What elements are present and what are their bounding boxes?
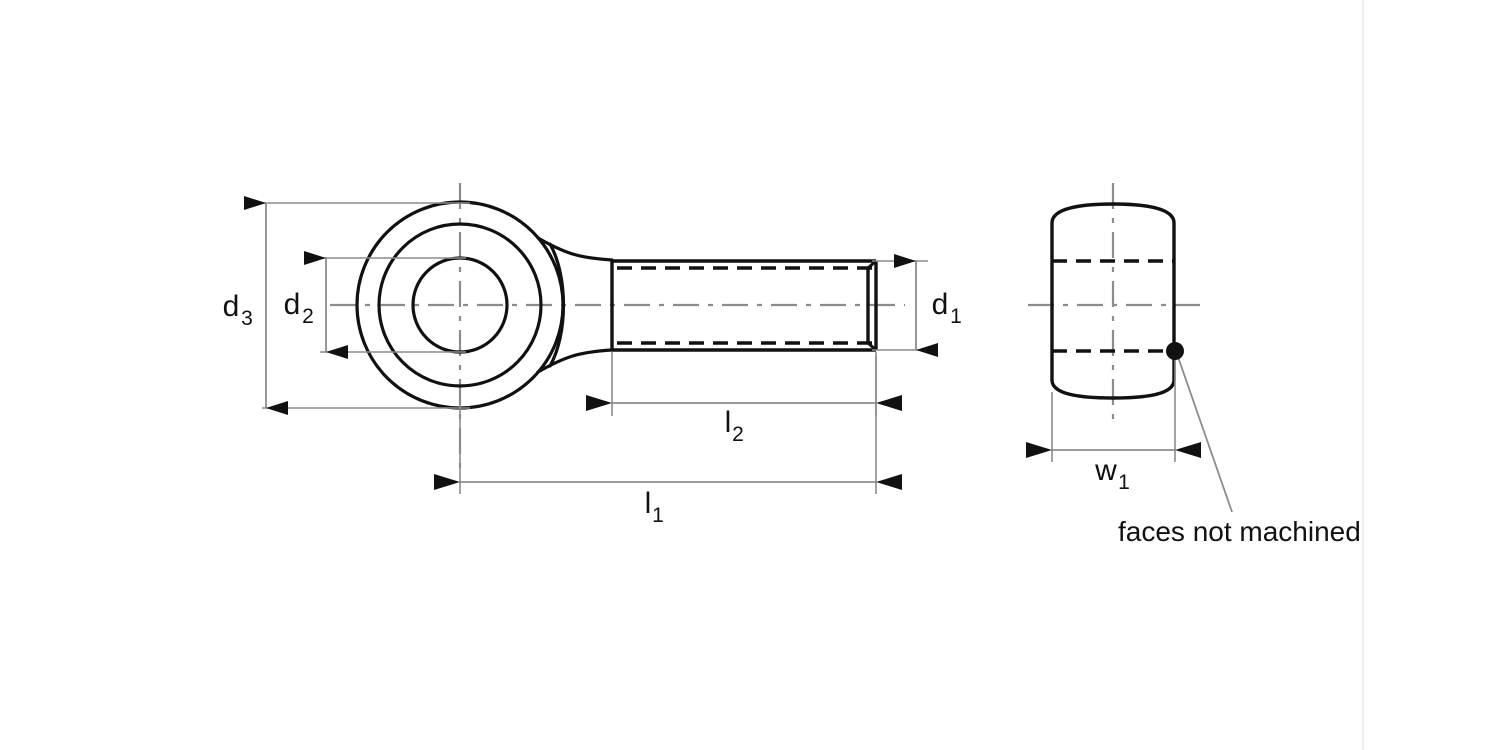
neck-fillet-upper bbox=[536, 236, 614, 262]
d2-label-subscript: 2 bbox=[302, 305, 314, 328]
l1-label-subscript: 1 bbox=[652, 504, 664, 527]
dimension-d2: d 2 bbox=[284, 251, 466, 359]
d2-label-base: d bbox=[284, 288, 301, 321]
d3-label-base: d bbox=[223, 290, 240, 323]
neck-fillet-lower bbox=[536, 348, 614, 374]
thread-chamfer-bottom bbox=[867, 341, 877, 352]
side-view: w 1 faces not machined bbox=[1026, 183, 1361, 547]
thread-chamfer-top bbox=[867, 259, 877, 270]
dimension-w1: w 1 bbox=[1026, 360, 1201, 494]
front-view: d 3 d 2 d 1 bbox=[223, 183, 962, 527]
side-cylinder-outline bbox=[1050, 202, 1176, 400]
l2-label-base: l bbox=[725, 406, 732, 439]
d1-label-base: d bbox=[932, 288, 949, 321]
dimension-l1: l 1 bbox=[434, 356, 902, 527]
annotation-faces-not-machined: faces not machined bbox=[1118, 342, 1361, 547]
dimension-d1: d 1 bbox=[872, 254, 962, 357]
l2-label-subscript: 2 bbox=[732, 423, 744, 446]
dimension-d3: d 3 bbox=[223, 196, 470, 415]
w1-label-base: w bbox=[1094, 454, 1117, 487]
w1-label-subscript: 1 bbox=[1118, 471, 1130, 494]
d3-label-subscript: 3 bbox=[241, 307, 253, 330]
eye-middle-circle bbox=[377, 222, 543, 388]
d1-label-subscript: 1 bbox=[950, 305, 962, 328]
faces-not-machined-label: faces not machined bbox=[1118, 516, 1361, 547]
eye-side-face-point bbox=[1166, 342, 1184, 360]
l1-label-base: l bbox=[645, 487, 652, 520]
eye-transition-arc bbox=[548, 242, 566, 368]
faces-note-leader-line bbox=[1176, 353, 1233, 513]
